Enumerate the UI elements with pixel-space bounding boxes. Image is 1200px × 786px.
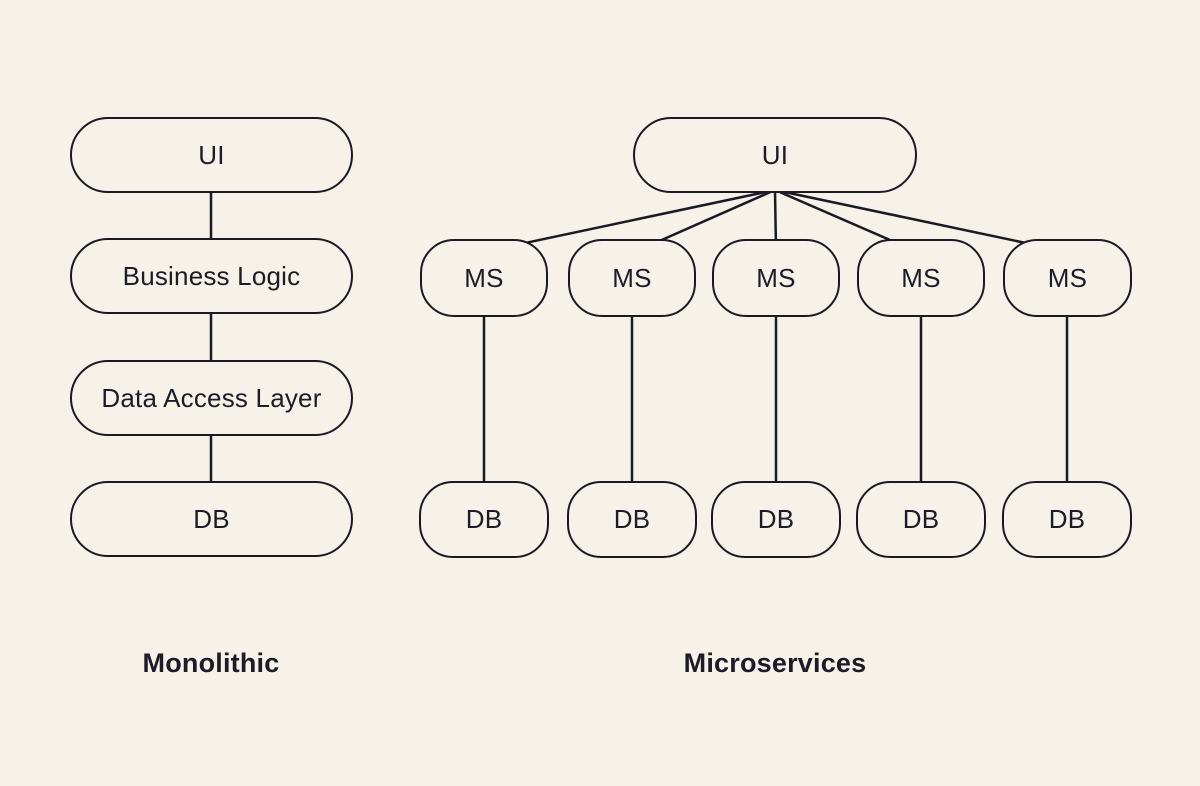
db-node-5: DB: [1002, 481, 1132, 558]
db-node-1: DB: [419, 481, 549, 558]
db-node-2: DB: [567, 481, 697, 558]
ms-node-5: MS: [1003, 239, 1132, 317]
monolithic-caption: Monolithic: [142, 648, 280, 678]
db-node-3: DB: [711, 481, 841, 558]
ms-node-1: MS: [420, 239, 548, 317]
ms-node-4: MS: [857, 239, 985, 317]
monolith-data-access-layer-node: Data Access Layer: [70, 360, 353, 436]
db-node-4: DB: [856, 481, 986, 558]
monolith-ui-node: UI: [70, 117, 353, 193]
microservices-caption: Microservices: [683, 648, 867, 678]
ms-node-2: MS: [568, 239, 696, 317]
ms-to-db-connectors: [482, 310, 1069, 490]
monolith-business-logic-node: Business Logic: [70, 238, 353, 314]
monolith-db-node: DB: [70, 481, 353, 557]
ui-to-ms-connectors: [491, 188, 1060, 252]
ms-node-3: MS: [712, 239, 840, 317]
microservices-ui-node: UI: [633, 117, 917, 193]
